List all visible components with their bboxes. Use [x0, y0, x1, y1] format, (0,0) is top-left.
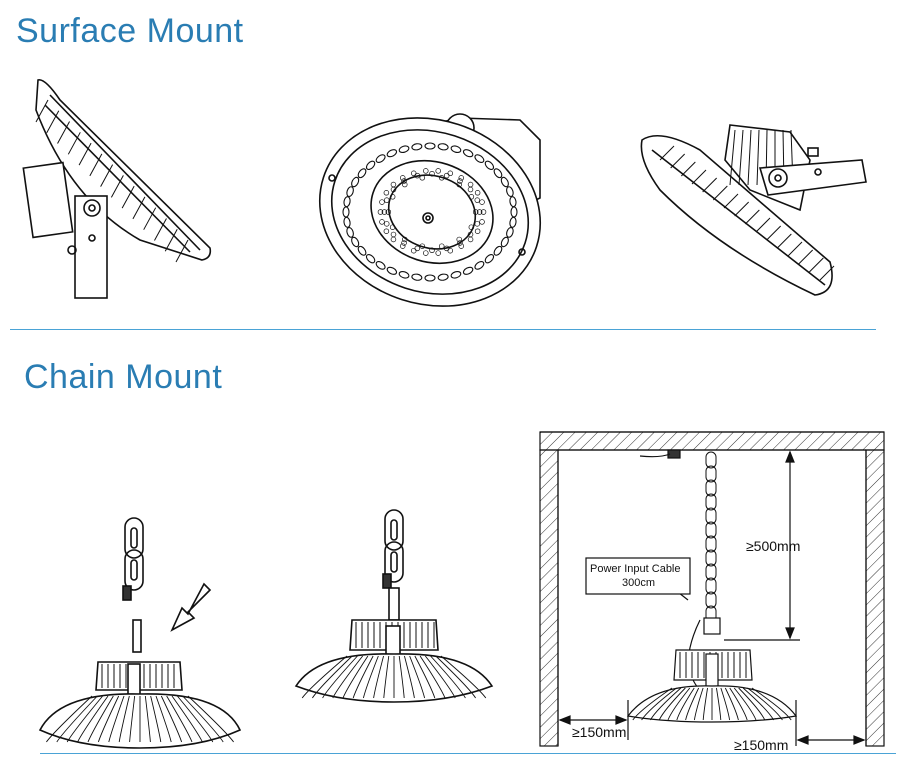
- left-clearance-label: ≥150mm: [572, 724, 626, 740]
- chain-mount-step-1: [38, 517, 242, 749]
- chain-mount-step-2: [294, 509, 494, 703]
- surface-mount-angled-view: [640, 124, 867, 296]
- cable-length: 300cm: [622, 577, 655, 589]
- installation-clearance-diagram: [539, 431, 885, 747]
- cable-label: Power Input Cable: [590, 563, 681, 575]
- bottom-divider: [40, 753, 896, 754]
- surface-mount-side-view: [22, 79, 212, 299]
- section-title-surface-mount: Surface Mount: [16, 12, 244, 50]
- section-title-chain-mount: Chain Mount: [24, 358, 223, 396]
- right-clearance-label: ≥150mm: [734, 737, 788, 753]
- ceiling-clearance-label: ≥500mm: [746, 538, 800, 554]
- section-divider: [10, 329, 876, 330]
- surface-mount-front-view: [318, 113, 542, 307]
